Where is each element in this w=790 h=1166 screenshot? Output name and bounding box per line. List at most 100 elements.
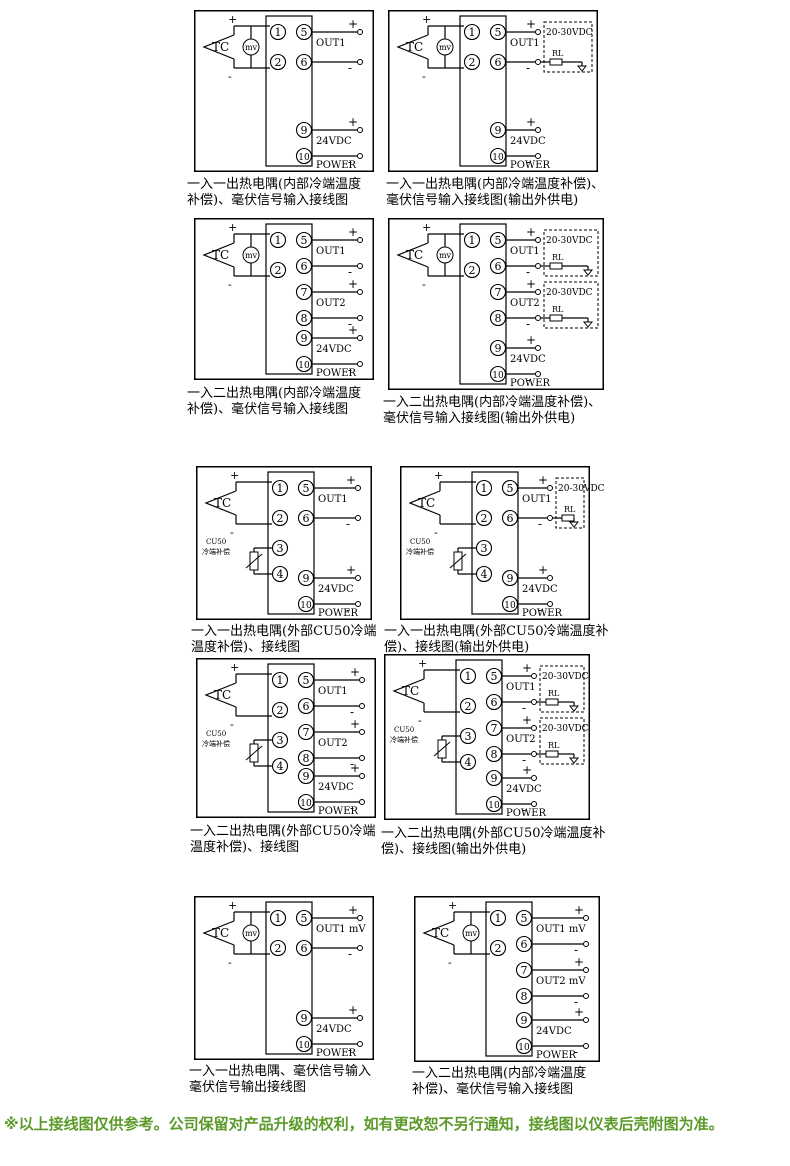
terminal-1	[475, 479, 493, 497]
panel-frame	[388, 218, 604, 390]
plus-sign: +	[346, 473, 356, 487]
ground-icon	[582, 269, 594, 276]
terminal-number: 9	[495, 342, 502, 355]
wire-end-terminal	[535, 237, 541, 243]
terminal-number: 5	[301, 912, 308, 925]
terminal-5	[297, 479, 315, 497]
terminal-8	[515, 987, 533, 1005]
terminal-number: 5	[301, 234, 308, 247]
power-label: POWER	[510, 160, 551, 171]
terminal-number: 6	[495, 260, 502, 273]
terminal-9	[295, 329, 313, 347]
plus-sign: +	[522, 763, 532, 777]
plus-sign: +	[350, 717, 360, 731]
tc-label: TC	[402, 684, 419, 698]
output-2-label: OUT2	[318, 738, 348, 749]
terminal-10	[489, 365, 507, 383]
terminal-9	[489, 339, 507, 357]
terminal-4	[459, 753, 477, 771]
minus-sign: -	[422, 70, 426, 83]
terminal-8	[489, 309, 507, 327]
wire-end-terminal	[357, 1041, 363, 1047]
terminal-number: 1	[275, 912, 282, 925]
terminal-number: 2	[275, 56, 282, 69]
terminal-6	[295, 939, 313, 957]
terminal-10	[501, 595, 519, 613]
wire-end-terminal	[355, 485, 361, 491]
terminal-8	[485, 745, 503, 763]
wire-end-terminal	[357, 153, 363, 159]
terminal-number: 1	[481, 482, 488, 495]
terminal-number: 10	[488, 801, 500, 811]
terminal-5	[295, 231, 313, 249]
terminal-number: 4	[481, 568, 488, 581]
terminal-number: 3	[277, 542, 284, 555]
plus-sign: +	[348, 225, 358, 239]
wire-end-terminal	[357, 263, 363, 269]
minus-sign: -	[230, 526, 234, 539]
wire-end-terminal	[357, 361, 363, 367]
panel-frame	[194, 10, 374, 172]
power-label: POWER	[522, 608, 563, 619]
wire-end-terminal	[357, 945, 363, 951]
terminal-number: 1	[277, 482, 284, 495]
transmitter-body	[459, 15, 507, 167]
panel-caption: 一入一出热电隅(外部CU50冷端 温度补偿)、接线图	[191, 624, 377, 655]
terminal-1	[269, 909, 287, 927]
panel-caption: 一入二出热电隅(外部CU50冷端温度补 偿)、接线图(输出外供电)	[381, 826, 606, 857]
terminal-number: 5	[495, 234, 502, 247]
wire-end-terminal	[359, 773, 365, 779]
wire-end-terminal	[531, 673, 537, 679]
terminal-number: 6	[301, 56, 308, 69]
wire-end-terminal	[583, 1043, 589, 1049]
minus-sign: -	[526, 373, 530, 387]
plus-sign: +	[230, 661, 239, 674]
terminal-number: 10	[298, 1041, 310, 1051]
minus-sign: -	[348, 363, 352, 377]
external-supply-box	[543, 21, 593, 73]
wire-end-terminal	[531, 751, 537, 757]
terminal-6	[295, 257, 313, 275]
wire-end-terminal	[359, 799, 365, 805]
tc-label: TC	[214, 688, 231, 702]
terminal-10	[515, 1037, 533, 1055]
terminal-10	[485, 795, 503, 813]
minus-sign: -	[348, 61, 352, 75]
panel-caption: 一入二出热电隅(内部冷端温度补偿)、 毫伏信号输入接线图(输出外供电)	[383, 395, 602, 426]
terminal-1	[269, 231, 287, 249]
minus-sign: -	[348, 947, 352, 961]
thermocouple-symbol	[202, 920, 235, 946]
minus-sign: -	[574, 943, 578, 957]
cu50-adjust-arrow	[433, 741, 451, 757]
terminal-2	[269, 261, 287, 279]
cu50-sub-label: 冷端补偿	[202, 739, 230, 748]
terminal-6	[297, 697, 315, 715]
terminal-8	[295, 309, 313, 327]
terminal-6	[501, 509, 519, 527]
minus-sign: -	[422, 278, 426, 291]
wire-end-terminal	[535, 29, 541, 35]
terminal-number: 9	[521, 1014, 528, 1027]
terminal-4	[271, 565, 289, 583]
wire-end-terminal	[531, 699, 537, 705]
terminal-number: 10	[300, 799, 312, 809]
panel-caption: 一入二出热电隅(外部CU50冷端 温度补偿)、接线图	[190, 824, 376, 855]
wire-end-terminal	[535, 153, 541, 159]
thermocouple-symbol	[204, 490, 237, 516]
ground-icon	[576, 65, 588, 72]
supply-label: 20-30VDC	[542, 672, 589, 682]
terminal-2	[269, 53, 287, 71]
wire-end-terminal	[357, 127, 363, 133]
terminal-number: 9	[491, 772, 498, 785]
terminal-number: 10	[492, 153, 504, 163]
power-label: POWER	[316, 1048, 357, 1059]
terminal-number: 1	[275, 26, 282, 39]
footer-note: ※以上接线图仅供参考。公司保留对产品升级的权利，如有更改恕不另行通知，接线图以仪…	[4, 1115, 724, 1133]
plus-sign: +	[422, 13, 431, 26]
supply-label: 20-30VDC	[546, 28, 593, 38]
mv-label: mv	[439, 251, 452, 260]
